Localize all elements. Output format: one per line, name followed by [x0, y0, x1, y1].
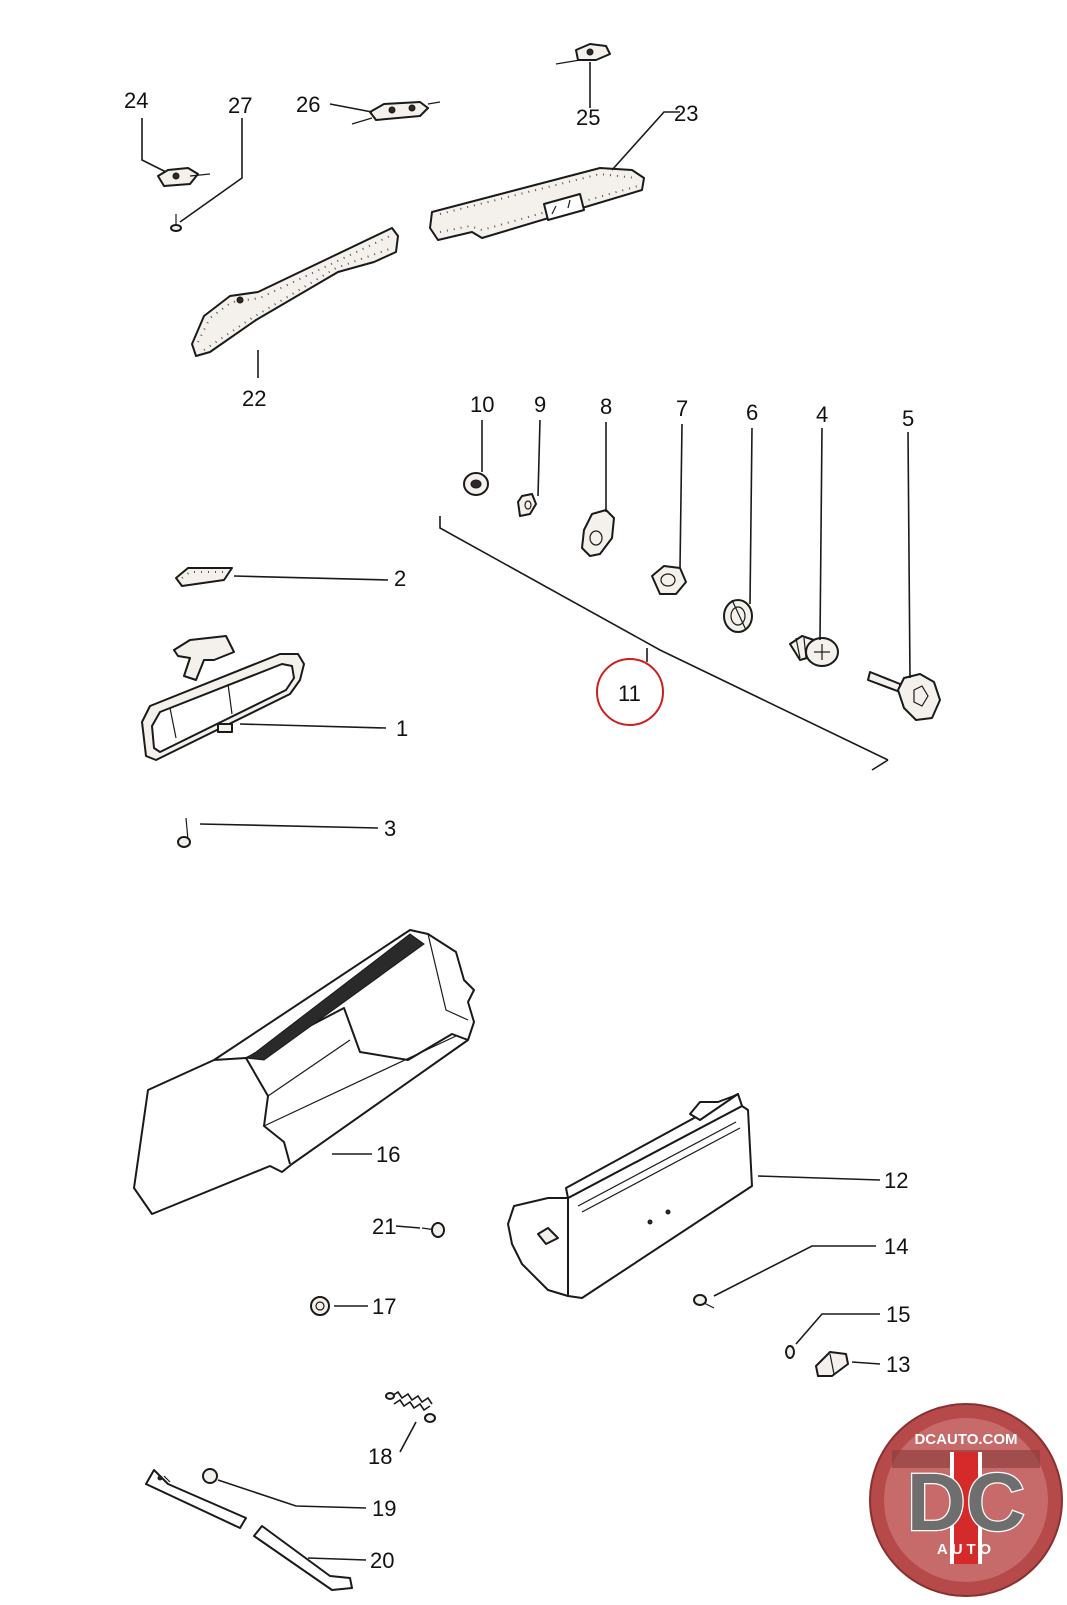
leader-lines — [141, 62, 911, 1561]
part-12-glove-box-lid — [507, 1093, 753, 1299]
callout-11: 11 — [618, 681, 641, 706]
callout-20: 20 — [370, 1548, 394, 1573]
callout-10: 10 — [470, 392, 494, 417]
part-21-screw — [421, 1222, 445, 1238]
callout-26: 26 — [296, 92, 320, 117]
part-8-lock-cam — [581, 509, 615, 557]
callout-16: 16 — [376, 1142, 400, 1167]
part-7-hex-nut — [651, 565, 687, 595]
callout-labels: 24 27 26 25 23 22 10 9 8 7 6 4 5 2 11 1 … — [124, 88, 914, 1573]
callout-27: 27 — [228, 93, 252, 118]
callout-22: 22 — [242, 386, 266, 411]
part-1-rear-view-mirror — [141, 635, 305, 761]
callout-9: 9 — [534, 392, 546, 417]
part-23-sun-visor-right — [429, 167, 645, 241]
part-24-visor-clip — [157, 167, 211, 187]
callout-21: 21 — [372, 1214, 396, 1239]
part-10-grommet — [463, 472, 489, 496]
callout-8: 8 — [600, 394, 612, 419]
part-15-washer — [785, 1345, 795, 1359]
part-27-screw — [170, 214, 182, 232]
part-26-visor-bracket — [351, 101, 441, 125]
part-4-lock-cylinder — [789, 635, 839, 667]
callout-17: 17 — [372, 1294, 396, 1319]
callout-23: 23 — [674, 101, 698, 126]
dcauto-logo: DCAUTO.COM DC AUTO — [869, 1403, 1063, 1597]
part-18-spring — [385, 1390, 436, 1423]
part-17-grommet — [310, 1296, 330, 1316]
callout-25: 25 — [576, 105, 600, 130]
part-25-visor-clip — [555, 43, 611, 65]
callout-13: 13 — [886, 1352, 910, 1377]
callout-24: 24 — [124, 88, 148, 113]
callout-1: 1 — [396, 716, 408, 741]
callout-7: 7 — [676, 396, 688, 421]
part-9-washer — [517, 493, 537, 517]
part-14-screw — [693, 1294, 715, 1309]
highlight-circle-11 — [596, 658, 664, 726]
callout-12: 12 — [884, 1168, 908, 1193]
part-5-key — [867, 671, 941, 721]
part-22-sun-visor-left — [191, 227, 399, 357]
callout-15: 15 — [886, 1302, 910, 1327]
part-2-mirror-pad — [175, 567, 233, 587]
callout-19: 19 — [372, 1496, 396, 1521]
callout-4: 4 — [816, 402, 828, 427]
part-6-retaining-ring — [723, 599, 753, 633]
callout-6: 6 — [746, 400, 758, 425]
callout-3: 3 — [384, 816, 396, 841]
logo-dc-letters: DC — [907, 1457, 1025, 1548]
part-13-bumper — [815, 1351, 849, 1377]
part-19-nut — [202, 1468, 218, 1484]
part-11-lock-assembly-bracket — [439, 516, 889, 771]
callout-14: 14 — [884, 1234, 908, 1259]
part-20-check-strap — [145, 1469, 353, 1591]
part-3-screw — [177, 817, 191, 848]
callout-18: 18 — [368, 1444, 392, 1469]
callout-5: 5 — [902, 406, 914, 431]
callout-2: 2 — [394, 566, 406, 591]
logo-auto-text: AUTO — [937, 1541, 995, 1558]
part-16-glove-box — [133, 929, 475, 1215]
logo-url-text: DCAUTO.COM — [914, 1431, 1017, 1448]
